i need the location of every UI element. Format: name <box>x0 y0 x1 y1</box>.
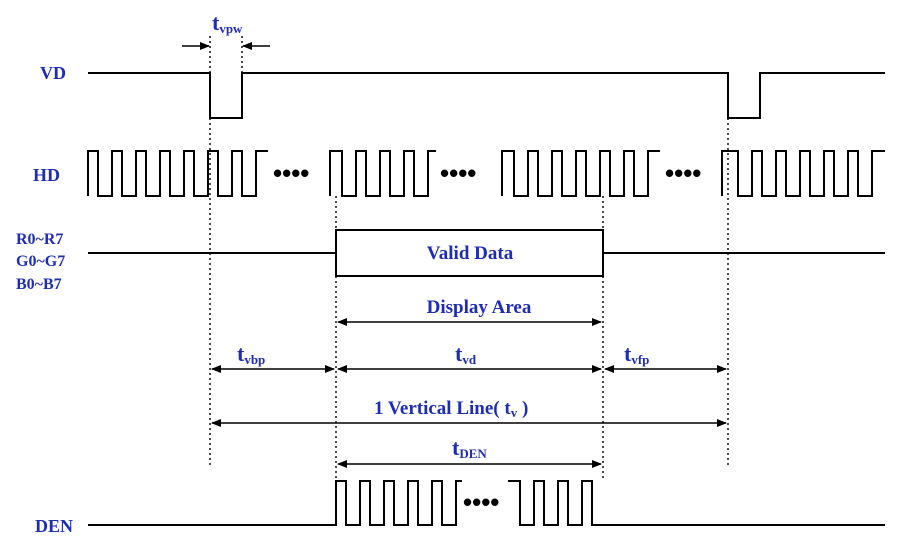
rgb-label-g: G0~G7 <box>16 253 65 270</box>
display-area-label: Display Area <box>427 297 532 318</box>
hd-label: HD <box>33 165 60 185</box>
tvpw-t: t <box>212 10 220 35</box>
tden-label: tDEN <box>452 435 487 461</box>
tvfp-label: tvfp <box>624 341 649 367</box>
den-waveform-end <box>508 480 885 526</box>
rgb-label-b: B0~B7 <box>16 276 62 293</box>
den-label: DEN <box>35 516 73 536</box>
valid-data-label: Valid Data <box>427 243 514 264</box>
tvpw-marker: tvpw <box>182 10 270 73</box>
tvd-label: tvd <box>455 341 477 367</box>
hd-ellipsis-3: •••• <box>665 158 701 188</box>
hd-waveform-group-4 <box>721 150 885 197</box>
tvbp-label: tvbp <box>237 341 265 367</box>
hd-waveform-group-2 <box>329 150 436 197</box>
rgb-label-r: R0~R7 <box>16 231 63 248</box>
hd-waveform-group-1 <box>87 150 268 197</box>
vd-waveform <box>88 72 885 119</box>
hd-waveform-group-3 <box>501 150 660 197</box>
den-ellipsis: •••• <box>463 487 499 517</box>
vertical-line-label: 1 Vertical Line( tv ) <box>374 398 528 420</box>
svg-text:tvpw: tvpw <box>212 10 243 36</box>
hd-ellipsis-1: •••• <box>273 158 309 188</box>
tvpw-sub: vpw <box>219 21 243 36</box>
hd-ellipsis-2: •••• <box>440 158 476 188</box>
den-waveform <box>88 480 462 526</box>
vd-label: VD <box>40 63 66 83</box>
